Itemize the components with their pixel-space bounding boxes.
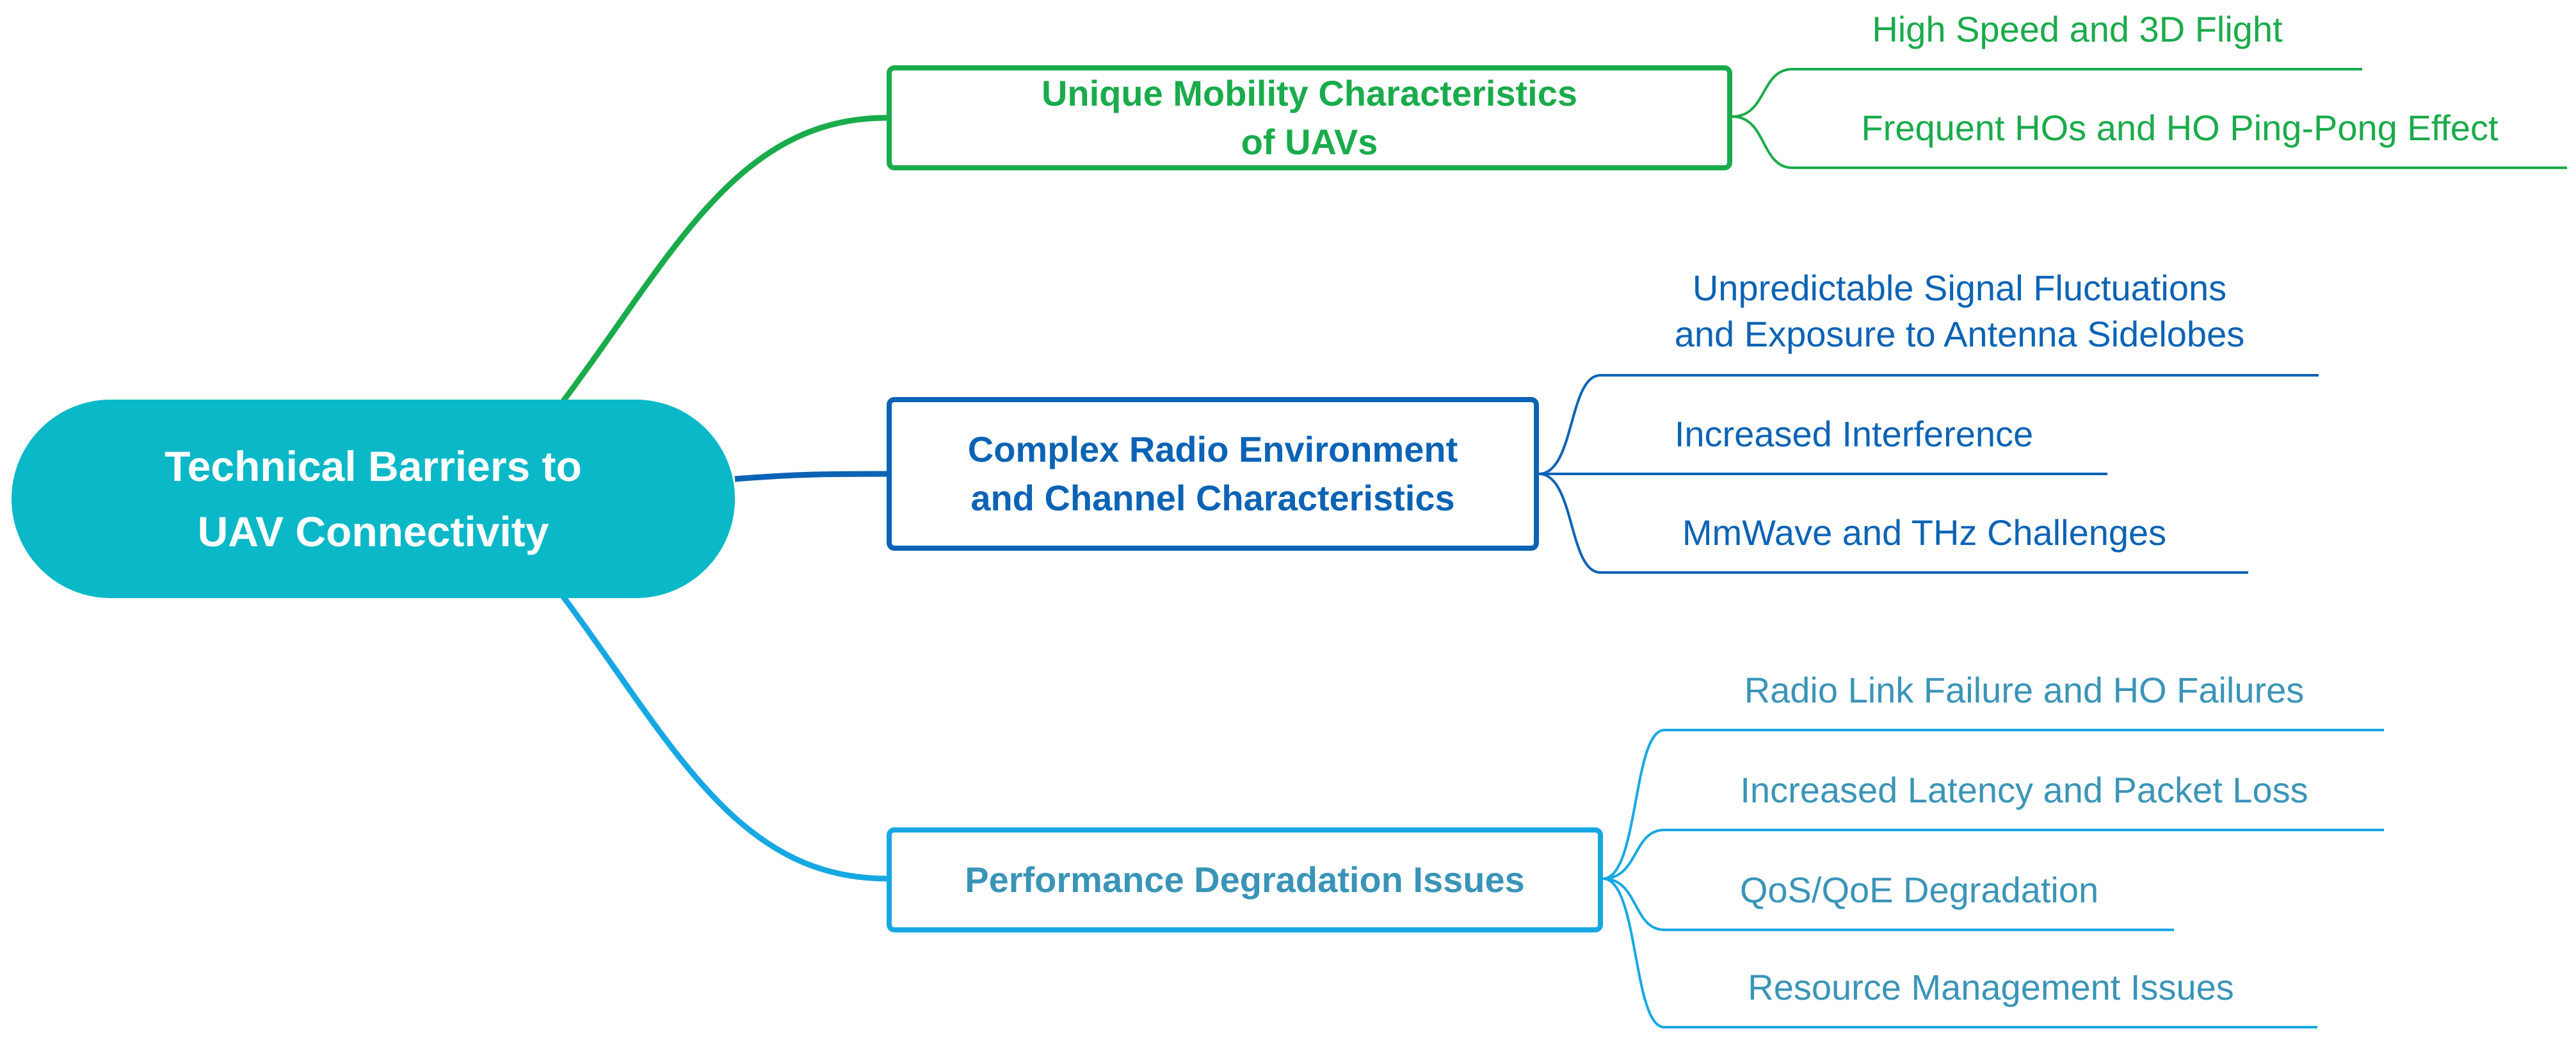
leaf-item: Frequent HOs and HO Ping-Pong Effect [1861,108,2499,148]
leaf-item: MmWave and THz Challenges [1682,512,2167,553]
branch-node-performance: Performance Degradation Issues [887,827,1603,932]
leaf-item: QoS/QoE Degradation [1739,870,2099,910]
leaf-item: Radio Link Failure and HO Failures [1744,670,2305,710]
branch-node-mobility: Unique Mobility Characteristics of UAVs [887,65,1732,170]
edge-radio-leaf-1 [1538,374,2319,475]
edge-mobility-leaf-2 [1732,115,2567,169]
edge-performance-leaf-4 [1602,877,2317,1028]
edge-radio-leaf-3 [1538,473,2248,574]
leaf-item: High Speed and 3D Flight [1872,9,2283,49]
root-title-line-2: UAV Connectivity [197,508,549,555]
branch-node-radio: Complex Radio Environment and Channel Ch… [887,397,1539,551]
edge-mobility-leaf-1 [1732,68,2362,118]
edge-performance-leaf-1 [1602,729,2384,880]
branch-radio-label-line-1: Complex Radio Environment [967,429,1458,470]
leaf-item: Resource Management Issues [1748,967,2234,1007]
edge-root-to-performance [561,595,887,882]
branch-mobility-label-line-2: of UAVs [1241,122,1378,162]
branch-performance-label: Performance Degradation Issues [965,859,1525,900]
edge-performance-leaf-2 [1602,829,2384,880]
root-title-line-1: Technical Barriers to [165,442,582,490]
edge-root-to-radio [734,471,887,482]
edge-performance-leaf-3 [1602,877,2174,931]
root-node: Technical Barriers to UAV Connectivity [12,400,735,598]
leaf-item: Increased Interference [1674,414,2034,454]
leaf-item: Increased Latency and Packet Loss [1740,770,2308,810]
branch-mobility-label-line-1: Unique Mobility Characteristics [1041,73,1578,114]
leaf-item: Unpredictable Signal Fluctuations and Ex… [1674,268,2245,354]
branch-radio-label-line-2: and Channel Characteristics [970,478,1455,518]
edge-root-to-mobility [561,115,887,403]
